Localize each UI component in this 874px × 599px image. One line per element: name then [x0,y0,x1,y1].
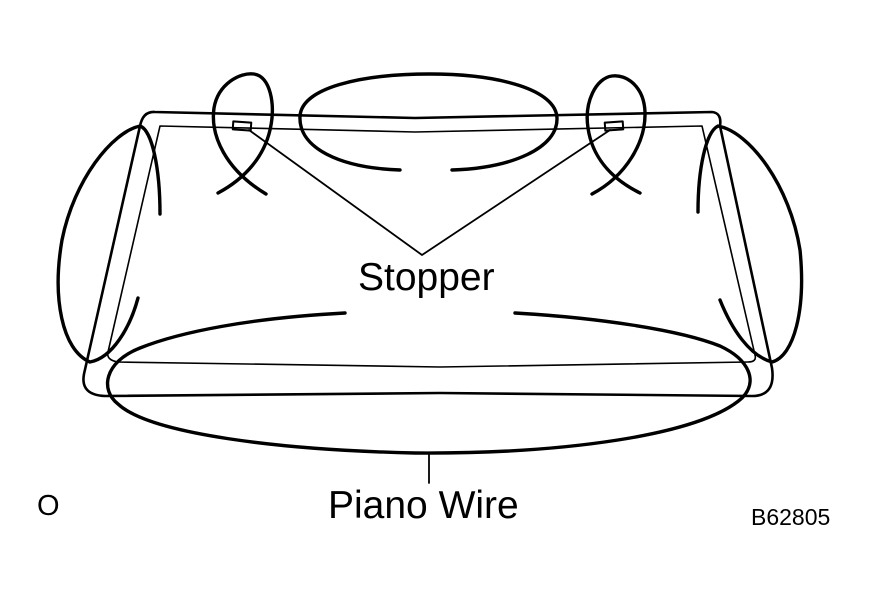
piano-wire-left-side-loop [56,124,162,364]
piano-wire-bottom-loop [105,311,752,455]
stopper-clip-left [231,120,253,132]
stopper-label: Stopper [358,256,495,299]
windshield-outer-outline [82,110,774,398]
stopper-clip-right [603,120,625,132]
piano-wire-right-side-loop [696,124,804,364]
piano-wire-top-left-loop [211,72,274,196]
piano-wire-top-right-loop [585,74,647,196]
piano-wire-label: Piano Wire [328,484,519,527]
stopper-leader-line [248,129,611,256]
piano-wire-top-center-loop [298,72,559,172]
figure-code-label: B62805 [751,504,831,530]
windshield-inner-outline [106,125,757,368]
view-marker-label: O [37,490,60,522]
